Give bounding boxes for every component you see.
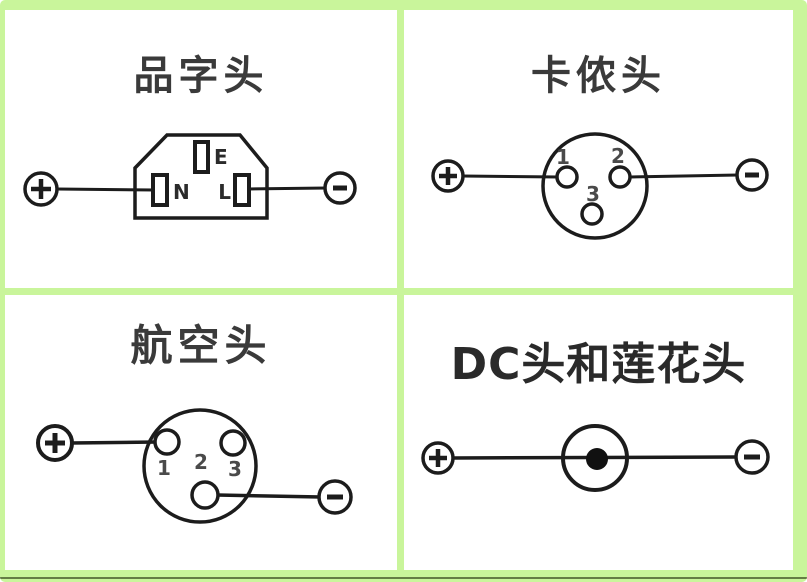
quadrant-aviation-head: 航空头 1 2 3 xyxy=(5,295,397,570)
plus-terminal-icon xyxy=(36,424,74,462)
aviation-pin-2 xyxy=(190,480,220,510)
aviation-pin-1 xyxy=(153,428,181,456)
wire-positive xyxy=(70,440,158,445)
wire-negative xyxy=(629,173,739,179)
xlr-pin-1 xyxy=(555,165,579,189)
iec-head-title: 品字头 xyxy=(133,53,269,99)
aviation-body-outline xyxy=(142,408,258,524)
minus-terminal-icon xyxy=(317,479,353,515)
iec-shell-outline xyxy=(133,133,269,220)
pin-n-label: N xyxy=(173,180,190,204)
aviation-head-title: 航空头 xyxy=(130,321,272,370)
xlr-pin-3 xyxy=(580,202,604,226)
pin-l-label: L xyxy=(218,180,231,204)
aviation-pin-1-label: 1 xyxy=(157,456,171,480)
cannon-head-title: 卡侬头 xyxy=(531,53,666,99)
pin-l-slot xyxy=(233,173,251,207)
minus-terminal-icon xyxy=(323,171,357,205)
xlr-body-outline xyxy=(541,132,649,240)
cannon-head-diagram: 1 2 3 xyxy=(431,132,769,240)
quadrant-cannon-head: 卡侬头 1 2 3 xyxy=(404,10,793,288)
quadrant-dc-rca-head: DC头和莲花头 xyxy=(404,295,793,570)
xlr-pin-2-label: 2 xyxy=(611,144,625,168)
aviation-head-diagram: 1 2 3 xyxy=(36,408,353,524)
wire-negative xyxy=(247,186,328,191)
quadrant-iec-head: 品字头 E N L xyxy=(5,10,397,288)
xlr-pin-2 xyxy=(608,165,632,189)
dc-center-pin xyxy=(586,448,608,470)
dc-barrel-outline xyxy=(561,424,629,492)
pin-e-slot xyxy=(193,140,210,174)
aviation-pin-3-label: 3 xyxy=(228,457,242,481)
bottom-edge-shadow xyxy=(0,577,807,579)
dc-rca-head-title: DC头和莲花头 xyxy=(450,339,747,390)
xlr-pin-1-label: 1 xyxy=(556,145,570,169)
minus-terminal-icon xyxy=(734,439,770,475)
wire-negative xyxy=(216,493,322,499)
pin-n-slot xyxy=(151,173,169,207)
wire-positive xyxy=(56,187,156,192)
aviation-pin-3 xyxy=(219,429,247,457)
plus-terminal-icon xyxy=(421,441,455,475)
plus-terminal-icon xyxy=(23,171,59,207)
aviation-pin-2-label: 2 xyxy=(194,450,208,474)
pin-e-label: E xyxy=(214,145,228,169)
xlr-pin-3-label: 3 xyxy=(586,182,600,206)
dc-rca-head-diagram xyxy=(421,424,770,492)
minus-terminal-icon xyxy=(735,158,769,192)
plus-terminal-icon xyxy=(431,159,465,193)
iec-head-diagram: E N L xyxy=(23,133,357,220)
